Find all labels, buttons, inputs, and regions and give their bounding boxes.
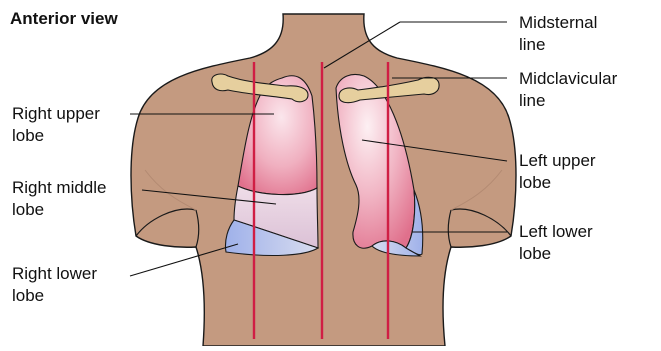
- label-midclavicular-line2: line: [519, 90, 617, 112]
- label-right-middle-lobe: Right middle lobe: [12, 177, 107, 221]
- label-midsternal-line1: Midsternal: [519, 12, 597, 34]
- label-right-lower-line1: Right lower: [12, 263, 97, 285]
- label-left-upper-line1: Left upper: [519, 150, 596, 172]
- label-left-lower-line1: Left lower: [519, 221, 593, 243]
- label-right-upper-line2: lobe: [12, 125, 100, 147]
- label-right-lower-line2: lobe: [12, 285, 97, 307]
- label-midsternal-line2: line: [519, 34, 597, 56]
- label-midclavicular-line1: Midclavicular: [519, 68, 617, 90]
- label-right-middle-line2: lobe: [12, 199, 107, 221]
- label-right-upper-lobe: Right upper lobe: [12, 103, 100, 147]
- label-left-lower-line2: lobe: [519, 243, 593, 265]
- label-right-middle-line1: Right middle: [12, 177, 107, 199]
- label-left-lower-lobe: Left lower lobe: [519, 221, 593, 265]
- label-right-upper-line1: Right upper: [12, 103, 100, 125]
- label-right-lower-lobe: Right lower lobe: [12, 263, 97, 307]
- label-midsternal: Midsternal line: [519, 12, 597, 56]
- label-left-upper-line2: lobe: [519, 172, 596, 194]
- label-left-upper-lobe: Left upper lobe: [519, 150, 596, 194]
- diagram-title: Anterior view: [10, 8, 118, 30]
- label-midclavicular: Midclavicular line: [519, 68, 617, 112]
- torso: [131, 14, 516, 346]
